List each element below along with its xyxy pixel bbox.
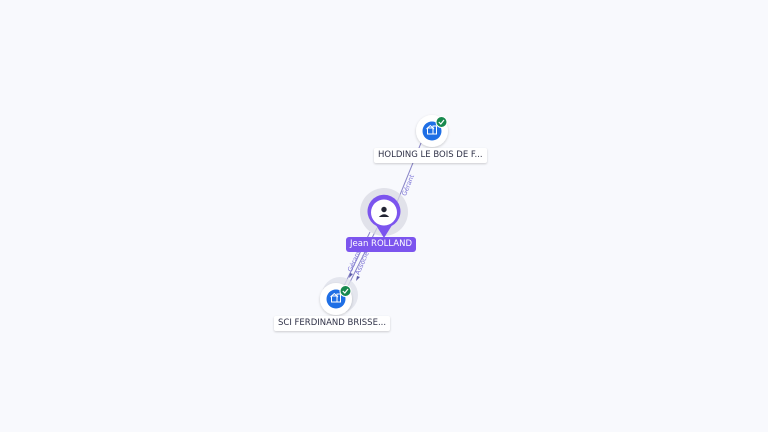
node-person[interactable] <box>360 188 408 238</box>
edge-label-gerant-holding: Gérant <box>400 173 416 197</box>
node-label-sci[interactable]: SCI FERDINAND BRISSE... <box>274 316 391 331</box>
arrow-icon <box>356 276 360 281</box>
company-icon <box>426 124 437 135</box>
arrow-icon <box>349 273 353 278</box>
node-holding[interactable] <box>416 115 448 147</box>
node-label-holding[interactable]: HOLDING LE BOIS DE F... <box>374 148 487 163</box>
person-icon <box>378 206 390 217</box>
company-icon <box>330 292 341 303</box>
verified-check-icon <box>435 116 448 128</box>
verified-check-icon <box>339 285 352 297</box>
node-sci[interactable] <box>320 277 358 315</box>
node-label-person[interactable]: Jean ROLLAND <box>346 237 417 252</box>
